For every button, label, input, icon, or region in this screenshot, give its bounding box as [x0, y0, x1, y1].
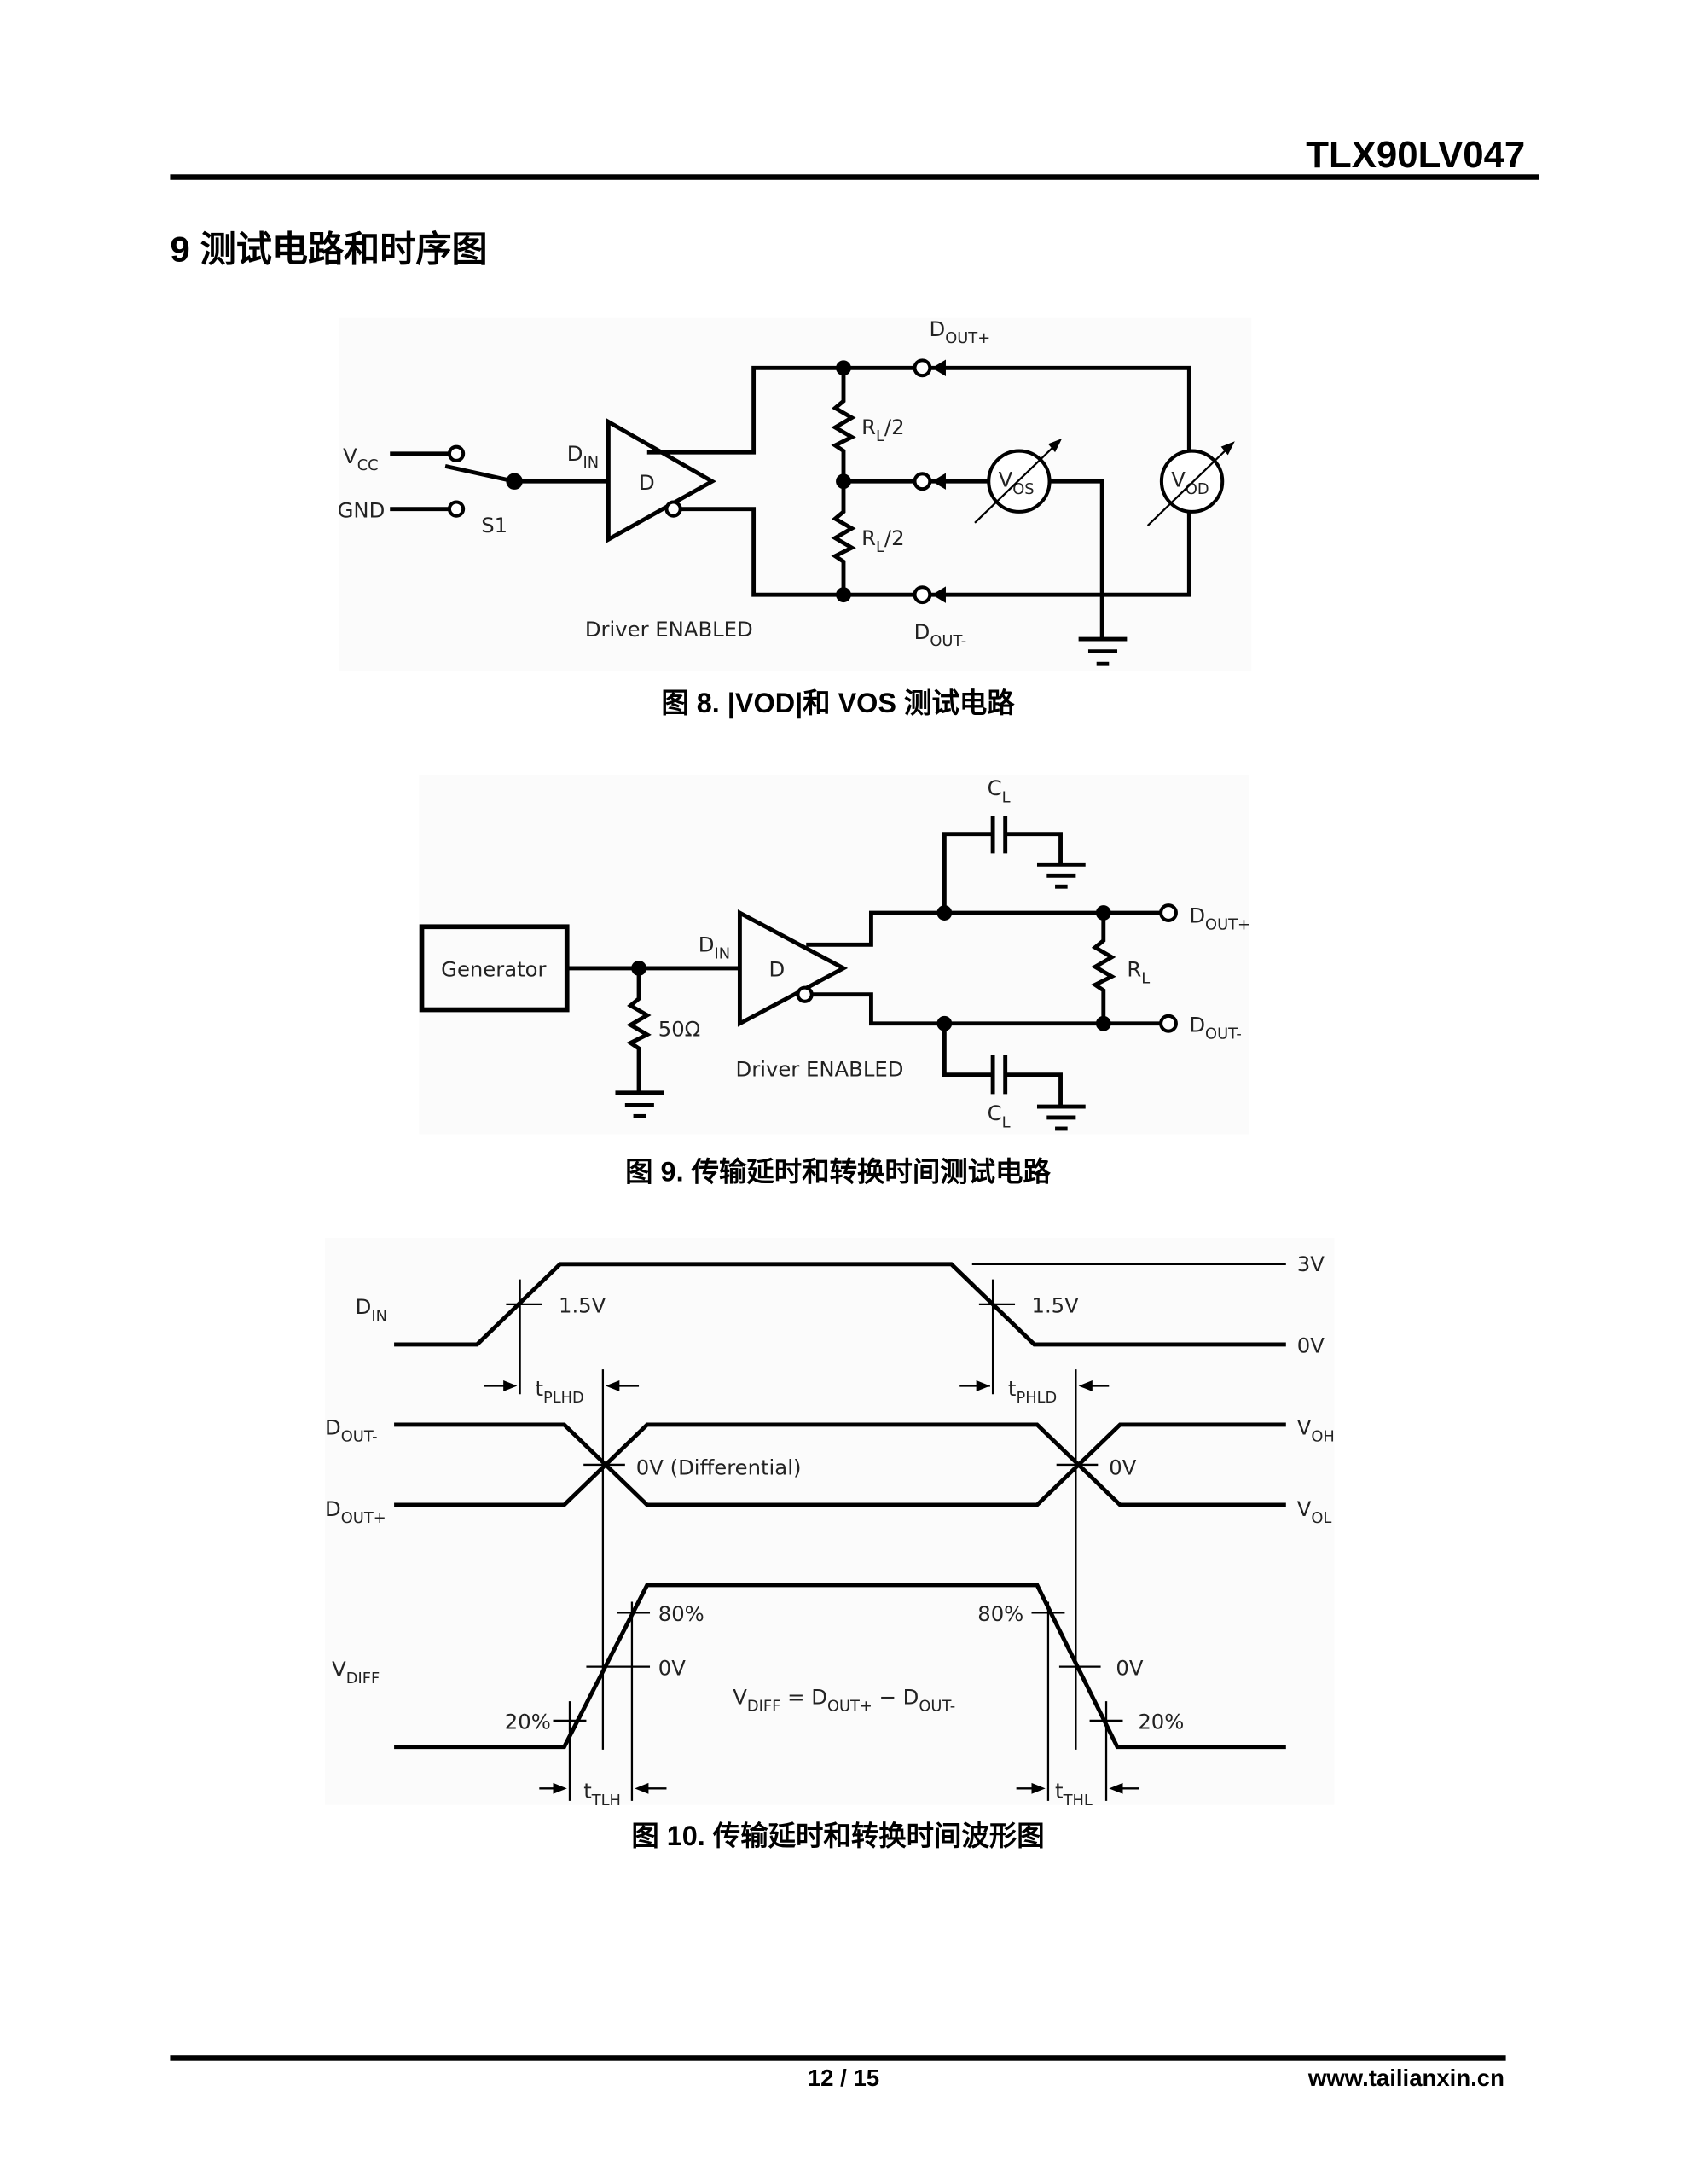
page-number: 12 / 15	[808, 2065, 879, 2091]
p20-left-label: 20%	[505, 1710, 551, 1734]
driver-enabled-label: Driver ENABLED	[736, 1056, 904, 1081]
dout-plus-label: DOUT+	[325, 1496, 386, 1527]
gnd-label: GND	[338, 497, 386, 522]
vcc-terminal	[447, 444, 466, 462]
dout-minus-waveform	[394, 1422, 1286, 1507]
section-title: 9 测试电路和时序图	[170, 229, 487, 269]
tplhd-label: tPLHD	[535, 1376, 583, 1407]
rl-top-label: RL/2	[861, 415, 904, 445]
vos-label: VOS	[999, 468, 1035, 498]
driver-label: D	[768, 957, 785, 982]
gnd-terminal	[447, 500, 466, 518]
load-resistor	[1091, 913, 1116, 1024]
generator-label: Generator	[441, 957, 546, 982]
figure-8-vod-vos-test-circuit: VCC GND S1 DIN D RL/2 RL/2 VOS VOD DOUT+…	[338, 317, 1252, 671]
dout-minus-label: DOUT-	[1189, 1012, 1241, 1043]
voh-label: VOH	[1297, 1414, 1335, 1445]
switch-label: S1	[481, 513, 507, 537]
dout-minus-label: DOUT-	[325, 1414, 378, 1445]
zero-right-label: 0V	[1116, 1655, 1143, 1680]
driver-enabled-label: Driver ENABLED	[585, 617, 753, 642]
0v-label: 0V	[1297, 1333, 1325, 1358]
threshold-left-label: 1.5V	[559, 1293, 606, 1318]
3v-label: 3V	[1297, 1252, 1325, 1276]
cl-top-label: CL	[988, 775, 1011, 806]
dout-minus-label: DOUT-	[914, 619, 966, 650]
resistor-50-label: 50Ω	[658, 1016, 700, 1041]
figure-8-caption: 图 8. |VOD|和 VOS 测试电路	[661, 688, 1015, 718]
p80-right-label: 80%	[977, 1601, 1023, 1626]
dout-plus-waveform	[394, 1422, 1286, 1507]
tphld-label: tPHLD	[1008, 1376, 1057, 1407]
threshold-right-label: 1.5V	[1031, 1293, 1079, 1318]
figure-10-caption: 图 10. 传输延时和转换时间波形图	[631, 1821, 1044, 1851]
dout-plus-label: DOUT+	[930, 317, 991, 347]
vdiff-label: VDIFF	[332, 1657, 380, 1687]
p20-right-label: 20%	[1138, 1710, 1184, 1734]
driver-label: D	[639, 470, 655, 495]
rl-label: RL	[1127, 957, 1150, 988]
vcc-label: VCC	[343, 444, 379, 474]
din-label: DIN	[567, 441, 599, 472]
driver-triangle	[737, 909, 849, 1027]
rl-bottom-label: RL/2	[861, 526, 904, 556]
figure-9-propagation-test-circuit: Generator 50Ω DIN D RL CL CL DOUT+ DOUT-…	[419, 774, 1250, 1135]
resistor-50-ohm	[626, 967, 652, 1093]
figure-10-timing-waveform: DIN 3V 0V 1.5V 1.5V tPLHD tPHLD 0V (Diff…	[325, 1238, 1335, 1809]
vdiff-equation: VDIFF = DOUT+ − DOUT-	[733, 1684, 955, 1715]
document-title: TLX90LV047	[1306, 134, 1525, 176]
din-label: DIN	[356, 1294, 387, 1325]
vol-label: VOL	[1297, 1496, 1332, 1527]
footer-rule	[170, 2055, 1506, 2061]
dout-plus-label: DOUT+	[1189, 903, 1250, 933]
vdiff-waveform	[394, 1583, 1286, 1750]
website-link[interactable]: www.tailianxin.cn	[1307, 2065, 1504, 2091]
crossing-right-label: 0V	[1109, 1455, 1136, 1479]
cl-bottom-label: CL	[988, 1101, 1011, 1131]
ttlh-label: tTLH	[583, 1779, 621, 1809]
din-label: DIN	[699, 932, 730, 962]
header-rule	[170, 174, 1539, 180]
crossing-left-label: 0V (Differential)	[636, 1455, 802, 1479]
din-waveform	[394, 1262, 1286, 1347]
p80-left-label: 80%	[658, 1601, 704, 1626]
figure-9-caption: 图 9. 传输延时和转换时间测试电路	[625, 1157, 1051, 1188]
tthl-label: tTHL	[1055, 1779, 1093, 1809]
switch-s1	[444, 463, 515, 484]
zero-left-label: 0V	[658, 1655, 686, 1680]
